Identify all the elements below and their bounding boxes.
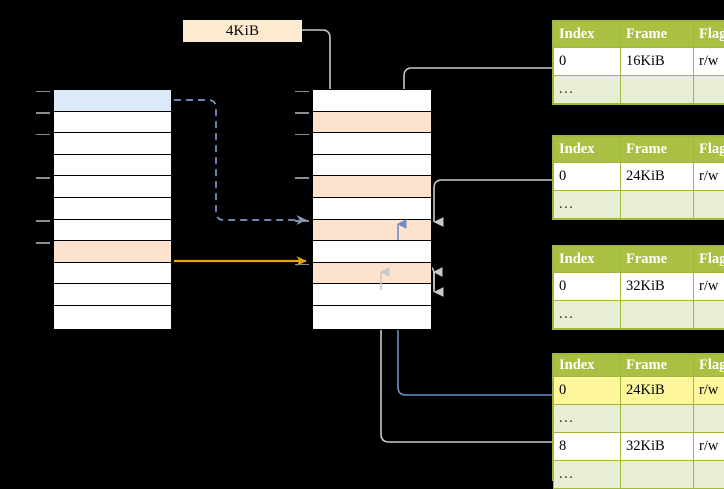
physical-row-row-8 — [313, 263, 431, 285]
page-table-4-cell-3-0: ... — [554, 461, 621, 489]
page-table-3-header-0: Index — [554, 247, 621, 273]
page-table-2-header-2: Flags — [694, 137, 724, 163]
page-table-4-cell-1-0: ... — [554, 405, 621, 433]
page-table-1-cell-1-2 — [694, 76, 724, 104]
page-table-1-cell-1-1 — [621, 76, 694, 104]
page-table-4-row-3: ... — [554, 461, 724, 489]
page-table-4-cell-1-1 — [621, 405, 694, 433]
virtual-row-tick-6 — [36, 220, 50, 222]
page-table-1-header-0: Index — [554, 22, 621, 48]
virtual-row-tick-1 — [36, 112, 50, 114]
physical-row-row-9 — [313, 284, 431, 306]
page-table-1-header-2: Flags — [694, 22, 724, 48]
page-table-4-cell-0-0: 0 — [554, 377, 621, 405]
virtual-row-row-4 — [54, 176, 171, 198]
page-table-2-row-1: ... — [554, 191, 724, 219]
page-table-2-header-0: Index — [554, 137, 621, 163]
page-table-1-cell-0-2: r/w — [694, 48, 724, 76]
page-table-4-cell-0-2: r/w — [694, 377, 724, 405]
virtual-row-row-0 — [54, 90, 171, 112]
page-table-2-cell-0-1: 24KiB — [621, 163, 694, 191]
virtual-row-row-10 — [54, 306, 171, 328]
virtual-row-row-5 — [54, 198, 171, 220]
page-table-2-cell-1-0: ... — [554, 191, 621, 219]
virtual-row-tick-0 — [36, 91, 50, 93]
virtual-row-row-8 — [54, 263, 171, 285]
physical-row-tick-4 — [295, 177, 309, 179]
page-table-4-header-1: Frame — [621, 355, 694, 377]
page-table-3-cell-1-2 — [694, 301, 724, 329]
physical-row-row-2 — [313, 133, 431, 155]
page-size-label: 4KiB — [183, 20, 302, 42]
page-table-3-cell-0-1: 32KiB — [621, 273, 694, 301]
physical-row-row-5 — [313, 198, 431, 220]
virtual-row-row-9 — [54, 284, 171, 306]
physical-row-row-6 — [313, 220, 431, 242]
physical-address-space-table — [312, 89, 432, 330]
page-table-4-header-2: Flags — [694, 355, 724, 377]
page-table-4-cell-3-2 — [694, 461, 724, 489]
page-table-2-cell-1-1 — [621, 191, 694, 219]
page-table-3-header-row: IndexFrameFlags — [554, 247, 724, 273]
page-table-1-cell-0-1: 16KiB — [621, 48, 694, 76]
page-table-3-header-2: Flags — [694, 247, 724, 273]
page-table-4-header-row: IndexFrameFlags — [554, 355, 724, 377]
page-table-2-cell-0-0: 0 — [554, 163, 621, 191]
virtual-row-row-6 — [54, 220, 171, 242]
virtual-row-tick-7 — [36, 242, 50, 244]
physical-row-row-7 — [313, 241, 431, 263]
page-table-3-cell-1-0: ... — [554, 301, 621, 329]
page-table-2: IndexFrameFlags024KiBr/w... — [552, 135, 724, 220]
page-table-4-cell-0-1: 24KiB — [621, 377, 694, 405]
virtual-row-tick-2 — [36, 134, 50, 136]
physical-row-row-3 — [313, 155, 431, 177]
page-table-4-cell-2-1: 32KiB — [621, 433, 694, 461]
page-table-2-cell-1-2 — [694, 191, 724, 219]
physical-row-row-1 — [313, 112, 431, 134]
page-table-4: IndexFrameFlags024KiBr/w...832KiBr/w... — [552, 353, 724, 481]
page-table-2-header-1: Frame — [621, 137, 694, 163]
page-table-3-row-1: ... — [554, 301, 724, 329]
virtual-row-row-3 — [54, 155, 171, 177]
page-table-1-cell-0-0: 0 — [554, 48, 621, 76]
page-table-3-cell-1-1 — [621, 301, 694, 329]
page-table-4-cell-2-2: r/w — [694, 433, 724, 461]
page-table-1-header-1: Frame — [621, 22, 694, 48]
page-table-4-row-1: ... — [554, 405, 724, 433]
physical-row-tick-0 — [295, 91, 309, 93]
physical-row-tick-8 — [295, 264, 309, 266]
virtual-row-row-7 — [54, 241, 171, 263]
page-table-3-cell-0-0: 0 — [554, 273, 621, 301]
page-table-4-header-0: Index — [554, 355, 621, 377]
physical-row-row-4 — [313, 176, 431, 198]
page-table-1: IndexFrameFlags016KiBr/w... — [552, 20, 724, 105]
physical-row-tick-2 — [295, 134, 309, 136]
page-table-4-cell-1-2 — [694, 405, 724, 433]
page-table-1-row-1: ... — [554, 76, 724, 104]
physical-row-tick-1 — [295, 112, 309, 114]
physical-row-row-0 — [313, 90, 431, 112]
page-table-2-header-row: IndexFrameFlags — [554, 137, 724, 163]
virtual-row-row-2 — [54, 133, 171, 155]
page-table-4-cell-2-0: 8 — [554, 433, 621, 461]
virtual-address-space-table — [53, 89, 172, 330]
virtual-row-tick-4 — [36, 177, 50, 179]
virtual-row-row-1 — [54, 112, 171, 134]
physical-row-tick-6 — [295, 220, 309, 222]
physical-row-row-10 — [313, 306, 431, 328]
page-table-3-header-1: Frame — [621, 247, 694, 273]
page-table-3-cell-0-2: r/w — [694, 273, 724, 301]
page-table-1-cell-1-0: ... — [554, 76, 621, 104]
page-table-3: IndexFrameFlags032KiBr/w... — [552, 245, 724, 330]
page-table-1-header-row: IndexFrameFlags — [554, 22, 724, 48]
page-table-2-cell-0-2: r/w — [694, 163, 724, 191]
page-table-4-cell-3-1 — [621, 461, 694, 489]
